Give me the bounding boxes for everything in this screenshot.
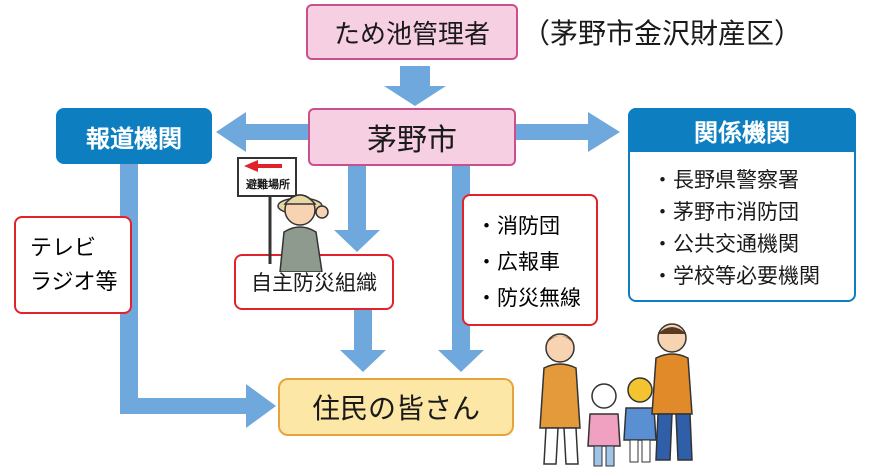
related-item: ・茅野市消防団 — [652, 200, 799, 224]
arrow-manager-to-city — [384, 66, 446, 106]
arrow-city-to-community — [334, 166, 380, 252]
related-item: ・学校等必要機関 — [652, 264, 820, 288]
family-illustration — [539, 323, 693, 467]
arrow-city-to-residents — [438, 166, 484, 372]
city-means-box: ・消防団 ・広報車 ・防災無線 — [462, 194, 598, 326]
media-item-tv: テレビ — [30, 236, 97, 261]
means-item-pr-vehicle: ・広報車 — [476, 250, 560, 274]
related-label: 関係機関 — [694, 118, 790, 147]
related-item: ・長野県警察署 — [652, 168, 799, 192]
press-box: 報道機関 — [56, 108, 212, 164]
city-box: 茅野市 — [308, 108, 516, 166]
related-header: 関係機関 — [628, 108, 856, 152]
residents-label: 住民の皆さん — [311, 392, 480, 425]
arrow-press-to-residents — [120, 162, 276, 428]
community-box: 自主防災組織 — [234, 254, 394, 310]
residents-box: 住民の皆さん — [278, 378, 514, 436]
related-list: ・長野県警察署 ・茅野市消防団 ・公共交通機関 ・学校等必要機関 — [652, 164, 820, 292]
manager-box: ため池管理者 — [306, 4, 518, 60]
evacuation-sign-text: 避難場所 — [246, 178, 290, 191]
community-label: 自主防災組織 — [251, 271, 377, 295]
press-label: 報道機関 — [86, 124, 182, 153]
evacuation-guide-illustration — [237, 157, 329, 272]
media-item-radio: ラジオ等 — [30, 270, 118, 295]
means-item-fire-brigade: ・消防団 — [476, 214, 560, 238]
arrow-community-to-residents — [340, 308, 386, 372]
arrow-city-to-press — [216, 112, 308, 152]
manager-label: ため池管理者 — [333, 19, 490, 50]
manager-note: （茅野市金沢財産区） — [522, 17, 803, 50]
city-label: 茅野市 — [367, 123, 457, 158]
related-item: ・公共交通機関 — [652, 232, 799, 256]
arrow-city-to-related — [516, 112, 620, 152]
media-box: テレビ ラジオ等 — [14, 216, 132, 314]
means-item-disaster-radio: ・防災無線 — [476, 286, 581, 310]
